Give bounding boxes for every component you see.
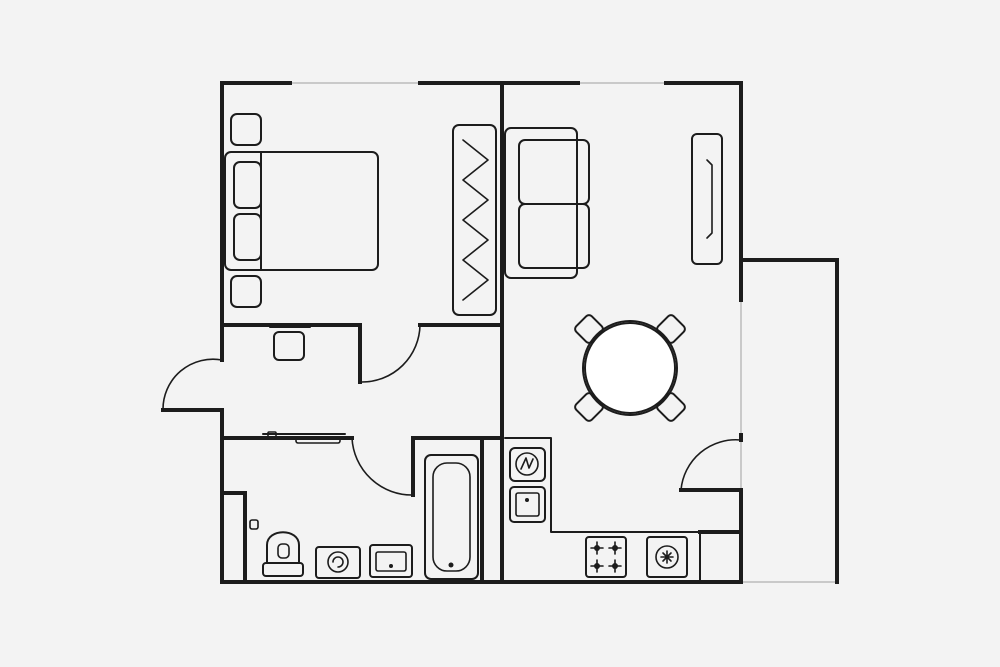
bathtub-icon [424, 454, 479, 580]
nightstand-icon [230, 113, 262, 146]
bedroom [224, 113, 497, 361]
dining-table-icon [582, 320, 678, 416]
wall [220, 323, 362, 384]
balcony-wall [739, 258, 839, 584]
door-icon [680, 438, 742, 491]
toilet-icon [249, 519, 304, 577]
doors [162, 324, 742, 496]
kitchen-counter [504, 437, 701, 583]
door-icon [162, 358, 223, 411]
walls [161, 81, 839, 584]
bed-icon [224, 151, 379, 271]
tv-icon [691, 133, 723, 265]
stove-icon [585, 536, 627, 578]
windows [290, 82, 838, 583]
balcony [740, 259, 838, 583]
sofa-icon [504, 127, 590, 279]
wall [161, 408, 224, 584]
towel-rail [262, 431, 346, 444]
washing-machine-icon [646, 536, 688, 578]
wall [220, 491, 247, 584]
wall [664, 81, 743, 302]
desk-chair-icon [269, 326, 311, 361]
microwave-icon [509, 447, 546, 482]
kitchen [504, 437, 701, 583]
nightstand-icon [230, 275, 262, 308]
door-icon [361, 324, 421, 383]
washing-machine-icon [315, 546, 361, 579]
bathroom [249, 431, 479, 580]
door-icon [351, 437, 414, 496]
sink-icon [509, 486, 546, 523]
wardrobe-icon [452, 124, 497, 316]
living-room [504, 127, 723, 422]
chair-icon [574, 314, 686, 422]
sink-icon [369, 544, 413, 578]
